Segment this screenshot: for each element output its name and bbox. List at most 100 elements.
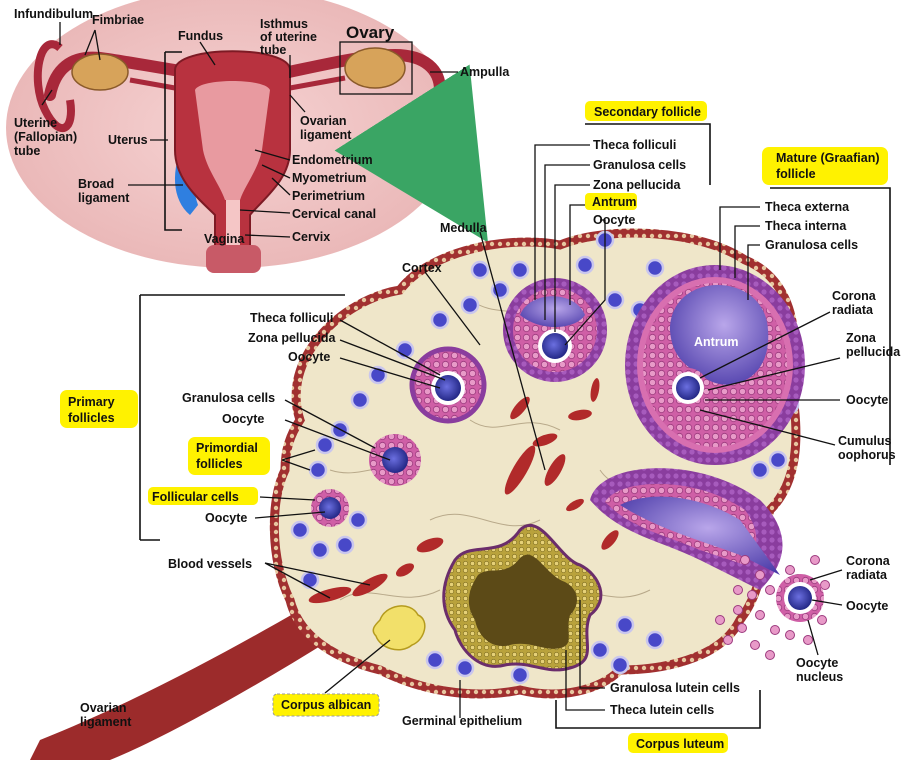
label-secondary-follicle: Secondary follicle — [594, 105, 701, 119]
corona-cell — [817, 615, 827, 625]
corona-cell — [765, 585, 775, 595]
corona-cell — [715, 615, 725, 625]
primordial-follicle — [510, 665, 530, 685]
label-corpus-albicans: Corpus albican — [281, 698, 371, 712]
leader-lines — [41, 22, 843, 718]
primordial-follicle — [348, 510, 368, 530]
corona-cell — [755, 610, 765, 620]
label-oocyte-p2: Oocyte — [222, 412, 264, 426]
cervical-canal-shape — [226, 200, 240, 250]
corona-cell — [750, 640, 760, 650]
primordial-follicle — [615, 615, 635, 635]
primordial-follicle — [350, 390, 370, 410]
primordial-follicle — [605, 290, 625, 310]
vagina-shape — [206, 245, 261, 273]
corona-cell — [737, 623, 747, 633]
label-medulla: Medulla — [440, 221, 488, 235]
infundibulum-shape — [33, 40, 75, 133]
corona-cell — [733, 605, 743, 615]
left-ovarian-ligament — [129, 77, 176, 91]
corona-cell — [803, 635, 813, 645]
highlights — [60, 101, 888, 753]
ovary-section — [30, 228, 830, 760]
primordial-follicle — [310, 540, 330, 560]
primordial-follicle — [750, 460, 770, 480]
label-cervix: Cervix — [292, 230, 330, 244]
primordial-follicle — [308, 460, 328, 480]
corona-cell — [765, 650, 775, 660]
label-vagina: Vagina — [204, 232, 245, 246]
label-theca-folliculi-p: Theca folliculi — [250, 311, 333, 325]
label-theca-interna: Theca interna — [765, 219, 847, 233]
uterus-inset — [6, 0, 488, 273]
primordial-follicle — [300, 570, 320, 590]
corpus-luteum — [442, 523, 603, 672]
corona-cell — [747, 590, 757, 600]
label-blood-vessels: Blood vessels — [168, 557, 252, 571]
label-fundus: Fundus — [178, 29, 223, 43]
label-ampulla: Ampulla — [460, 65, 510, 79]
right-ovary — [344, 47, 406, 89]
corona-cell — [785, 630, 795, 640]
label-theca-externa: Theca externa — [765, 200, 850, 214]
label-oocyte-o: Oocyte — [846, 599, 888, 613]
primordial-follicle — [335, 535, 355, 555]
label-germinal-epithelium: Germinal epithelium — [402, 714, 522, 728]
label-granulosa-lutein: Granulosa lutein cells — [610, 681, 740, 695]
primordial-follicle — [430, 310, 450, 330]
label-granulosa-cells-2: Granulosa cells — [593, 158, 686, 172]
label-zona-pellucida-p: Zona pellucida — [248, 331, 337, 345]
primary-follicle-small — [369, 434, 421, 486]
label-granulosa-cells-p: Granulosa cells — [182, 391, 275, 405]
primordial-follicle — [455, 658, 475, 678]
corona-cell — [755, 570, 765, 580]
corona-cell — [723, 635, 733, 645]
label-theca-lutein: Theca lutein cells — [610, 703, 714, 717]
uterine-cavity — [195, 81, 270, 200]
zoom-arrow — [334, 64, 488, 243]
primary-follicle-large — [409, 346, 487, 424]
primordial-follicle-labeled — [311, 489, 349, 527]
primordial-follicle — [768, 450, 788, 470]
corona-cell — [785, 565, 795, 575]
label-oocyte-m: Oocyte — [846, 393, 888, 407]
blood-vessels-group — [308, 378, 619, 604]
ovarian-ligament-stalk — [30, 610, 330, 760]
label-oocyte-pr: Oocyte — [205, 511, 247, 525]
corona-cell — [820, 580, 830, 590]
label-oocyte-p: Oocyte — [288, 350, 330, 364]
label-fimbriae: Fimbriae — [92, 13, 144, 27]
label-cortex: Cortex — [402, 261, 442, 275]
primordial-follicle — [425, 650, 445, 670]
primordial-follicle — [590, 640, 610, 660]
label-endometrium: Endometrium — [292, 153, 373, 167]
label-cervical-canal: Cervical canal — [292, 207, 376, 221]
primordial-follicle — [575, 255, 595, 275]
primordial-follicle — [460, 295, 480, 315]
label-follicular-cells: Follicular cells — [152, 490, 239, 504]
label-zona-pellucida-2: Zona pellucida — [593, 178, 682, 192]
ruptured-follicle — [590, 468, 783, 590]
primordial-follicle — [610, 655, 630, 675]
ejected-oocyte — [776, 574, 824, 622]
primordial-follicle — [645, 258, 665, 278]
corona-cell — [810, 555, 820, 565]
primordial-follicle — [490, 280, 510, 300]
brackets — [139, 123, 891, 729]
label-corpus-luteum: Corpus luteum — [636, 737, 724, 751]
label-uterine-tube: Uterine(Fallopian)tube — [14, 116, 77, 158]
label-myometrium: Myometrium — [292, 171, 366, 185]
left-ovary — [71, 53, 129, 91]
label-antrum-m: Antrum — [694, 335, 738, 349]
label-uterus: Uterus — [108, 133, 148, 147]
uterus-bracket — [164, 51, 182, 231]
